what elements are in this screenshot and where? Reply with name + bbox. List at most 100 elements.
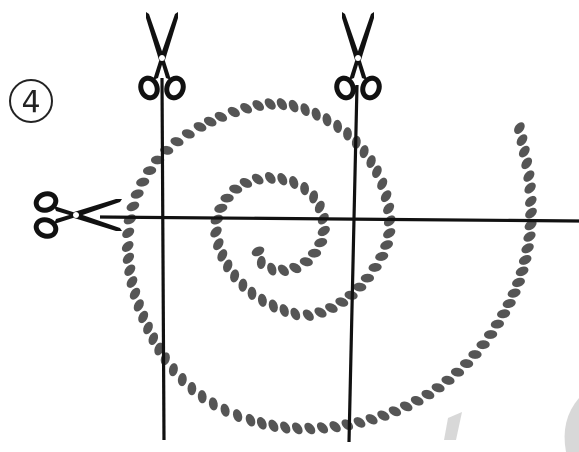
rope-bead [514, 132, 529, 148]
rope-bead [523, 194, 539, 209]
rope-bead [374, 251, 389, 262]
rope-bead [520, 241, 536, 255]
rope-bead [368, 262, 382, 272]
rope-bead [250, 172, 266, 187]
rope-bead [122, 262, 137, 278]
rope-bead [120, 239, 136, 254]
rope-bead [122, 212, 138, 226]
rope-bead [287, 98, 301, 114]
rope-bead [522, 180, 538, 195]
watermark [444, 398, 579, 452]
rope-bead [302, 421, 317, 437]
rope-bead [322, 112, 333, 127]
rope-bead [308, 249, 321, 258]
rope-bead [121, 251, 137, 267]
rope-bead [266, 418, 280, 434]
rope-bead [238, 278, 248, 292]
rope-bead [288, 175, 300, 190]
rope-bead [120, 225, 136, 240]
rope-bead [517, 253, 533, 267]
rope-bead [265, 261, 278, 276]
rope-bead [512, 120, 527, 136]
rope-bead [213, 202, 228, 214]
rope-bead [502, 298, 517, 310]
rope-bead [170, 136, 185, 148]
rope-bead [250, 98, 266, 113]
rope-bead [379, 239, 394, 252]
rope-bead [143, 166, 157, 176]
rope-bead [519, 155, 534, 171]
rope-bead [125, 200, 141, 213]
rope-bead [484, 330, 498, 340]
rope-bead [496, 308, 511, 319]
rope-bead [339, 417, 355, 432]
rope-bead [238, 101, 254, 116]
rope-bead [256, 255, 266, 269]
rope-bead [358, 144, 370, 159]
vertical-cut-line-left [162, 78, 164, 440]
rope-bead [299, 256, 314, 267]
rope-bead [250, 245, 266, 259]
rope-bead [299, 102, 312, 117]
rope-bead [450, 367, 464, 378]
rope-bead [316, 224, 332, 239]
rope-bead [290, 420, 305, 436]
rope-bead [220, 194, 233, 203]
rope-bead [255, 415, 269, 431]
rope-bead [208, 224, 224, 239]
step-number: 4 [21, 85, 40, 120]
rope-bead [257, 293, 268, 307]
rope-bead [343, 127, 352, 140]
rope-bead [228, 183, 243, 194]
rope-bead [333, 119, 343, 133]
rope-bead [381, 201, 396, 217]
rope-bead [431, 382, 446, 394]
rope-bead [507, 287, 522, 299]
rope-bead [352, 415, 368, 430]
rope-bead [300, 182, 310, 196]
rope-bead [208, 397, 219, 411]
rope-bead [130, 188, 145, 200]
rope-bead [361, 274, 374, 283]
cut-lines [100, 78, 579, 442]
rope-bead [231, 408, 244, 423]
rope-bead [313, 237, 328, 249]
rope-bead [187, 382, 196, 395]
horizontal-cut-line [100, 217, 579, 221]
rope-bead [375, 176, 389, 192]
rope-bead [476, 340, 489, 349]
rope-bead [275, 96, 290, 112]
rope-bead [263, 170, 278, 186]
rope-bead [226, 105, 242, 119]
rope-bead [514, 265, 530, 278]
rope-bead [262, 96, 277, 112]
rope-bead [460, 359, 474, 369]
scissors-icon [34, 191, 122, 239]
rope-bead [353, 282, 367, 292]
rope-bead [511, 276, 526, 289]
rope-bead [244, 412, 257, 428]
rope-bead [310, 107, 322, 122]
rope-bead [315, 420, 330, 436]
rope-bead [490, 319, 504, 329]
rope-bead [420, 388, 435, 401]
rope-spiral [120, 96, 539, 436]
rope-bead [229, 269, 240, 284]
rope-bead [381, 226, 397, 240]
rope-bead [522, 229, 538, 243]
step-marker: 4 [10, 80, 52, 122]
rope-bead [177, 373, 187, 387]
rope-bead [278, 303, 291, 318]
rope-bead [128, 286, 143, 302]
rope-bead [379, 188, 394, 204]
rope-bead [517, 144, 532, 160]
rope-bead [278, 420, 293, 436]
rope-bead [521, 168, 536, 184]
rope-bead [247, 287, 256, 300]
rope-bead [288, 306, 302, 322]
rope-bead [276, 262, 291, 278]
rope-bead [135, 176, 150, 187]
rope-bead [364, 412, 380, 427]
rope-bead [523, 206, 539, 221]
